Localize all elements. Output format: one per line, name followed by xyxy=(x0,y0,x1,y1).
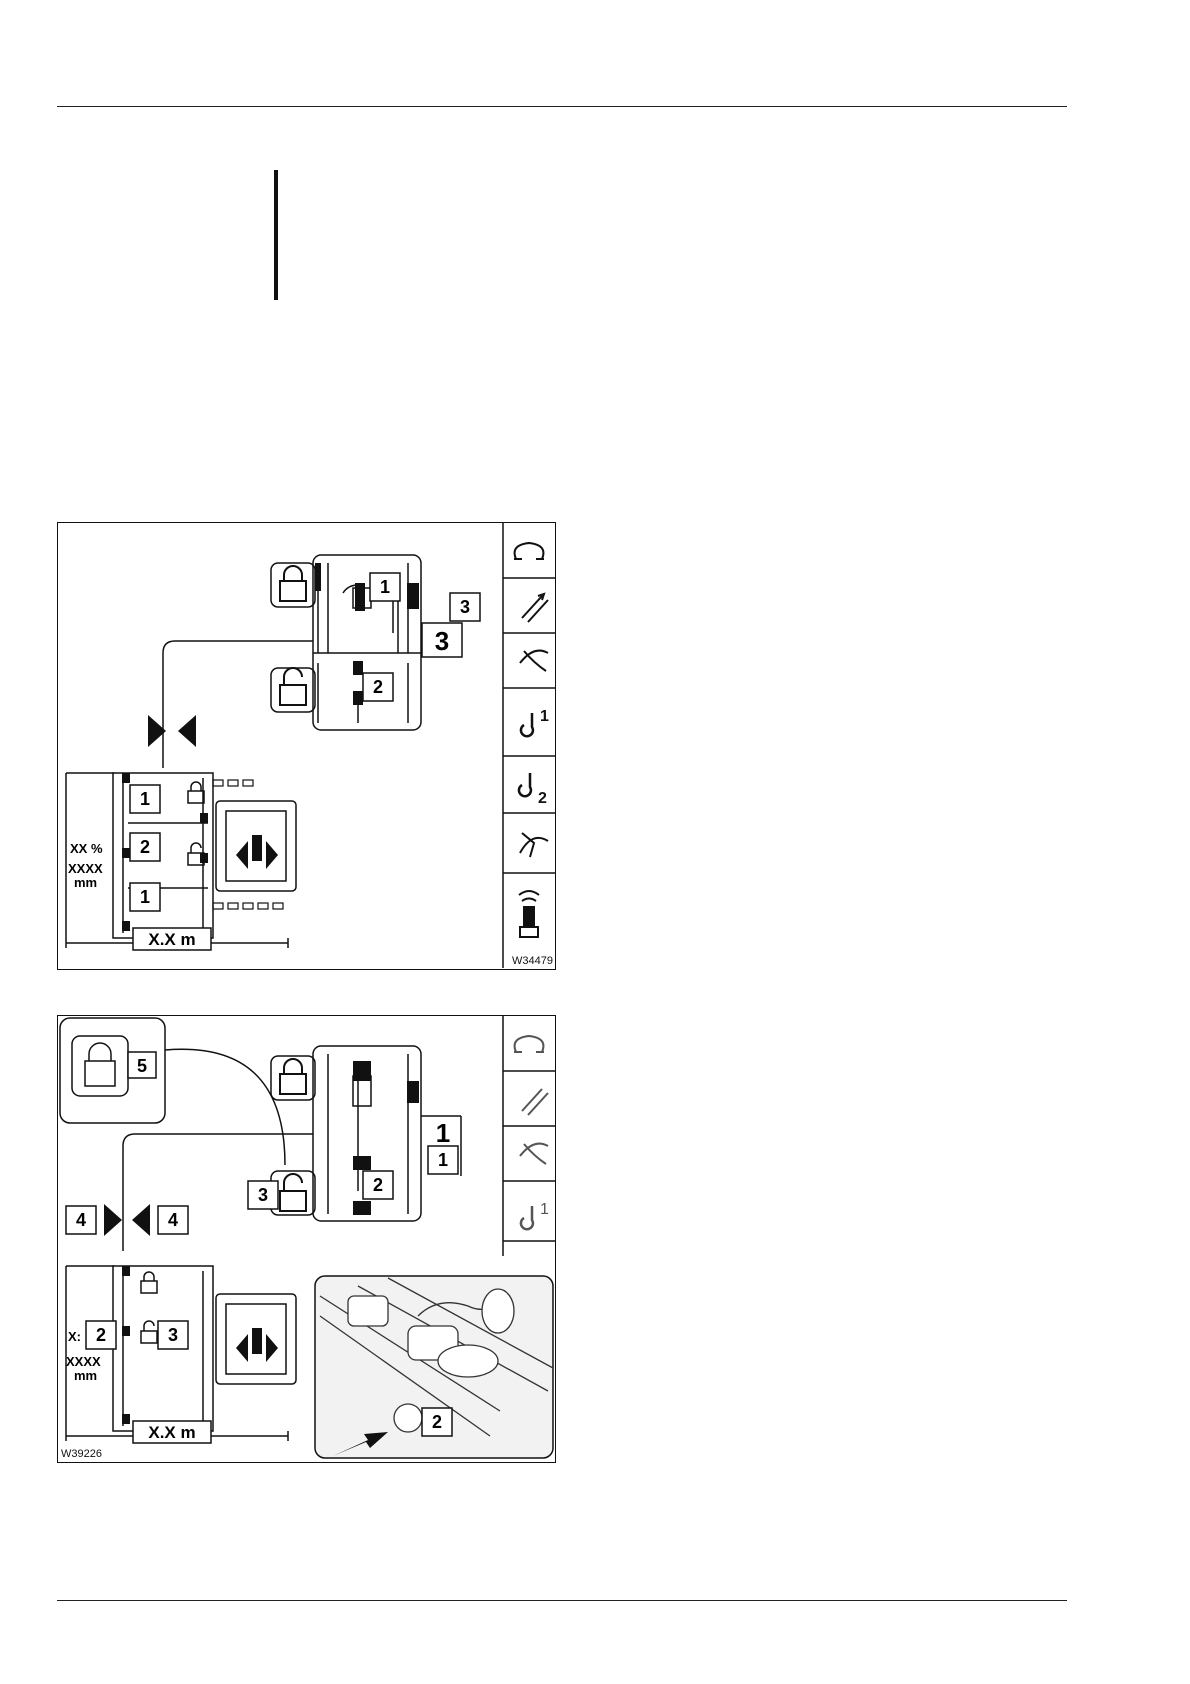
side-icon-strip xyxy=(503,1016,555,1256)
callout-3-top-right: 3 xyxy=(460,597,470,617)
change-bar xyxy=(274,170,278,300)
lock-closed-icon xyxy=(280,1059,306,1094)
slewing-icon xyxy=(514,543,544,559)
remote-control-icon xyxy=(519,891,539,937)
telescope-mode-icon xyxy=(522,1089,548,1115)
header-rule xyxy=(57,106,1067,107)
boom-telescope-icon xyxy=(520,1144,548,1164)
hook-1-icon xyxy=(521,713,533,736)
derrick-icon xyxy=(520,833,548,857)
figure-w39226: 1 5 1 1 2 3 xyxy=(57,1015,556,1463)
callout-2-lower: 2 xyxy=(140,837,150,857)
callout-1-top: 1 xyxy=(380,577,390,597)
figure-id: W34479 xyxy=(512,955,553,967)
width-readout: X.X m xyxy=(148,1423,195,1442)
hook-1-label: 1 xyxy=(540,708,549,725)
callout-4-left: 4 xyxy=(76,1210,86,1230)
distance-readout: XXXX xyxy=(66,1354,101,1369)
center-arrows xyxy=(148,715,196,747)
lock-closed-icon xyxy=(280,566,306,601)
center-arrows xyxy=(104,1204,150,1236)
distance-unit: mm xyxy=(74,875,97,890)
callout-1-lower-top: 1 xyxy=(140,789,150,809)
callout-4-right: 4 xyxy=(168,1210,178,1230)
boom-telescope-icon xyxy=(520,651,548,671)
callout-5: 5 xyxy=(137,1056,147,1076)
figure-w34479: 1 2 1 3 xyxy=(57,522,556,970)
black-blocks-lower xyxy=(122,1266,278,1424)
callout-2-photo: 2 xyxy=(432,1412,442,1432)
lock-inset xyxy=(60,1018,285,1165)
distance-readout: XXXX xyxy=(68,861,103,876)
lock-open-icon xyxy=(280,668,306,705)
callout-3-large: 3 xyxy=(435,626,449,656)
callout-1-large: 1 xyxy=(436,1118,450,1148)
slewing-icon xyxy=(514,1036,544,1052)
footer-rule xyxy=(57,1600,1067,1601)
lock-open-icon xyxy=(280,1174,306,1211)
callout-3-lower: 3 xyxy=(168,1325,178,1345)
telescope-mode-icon xyxy=(522,594,548,622)
callout-1-box: 1 xyxy=(438,1150,448,1170)
callout-1-lower-bottom: 1 xyxy=(140,887,150,907)
percent-readout: XX % xyxy=(70,841,103,856)
hook-1-icon xyxy=(521,1206,533,1229)
distance-unit: mm xyxy=(74,1368,97,1383)
figure-id: W39226 xyxy=(61,1448,102,1460)
hook-1-label: 1 xyxy=(540,1201,549,1218)
width-readout: X.X m xyxy=(148,930,195,949)
callout-2-upper: 2 xyxy=(373,677,383,697)
callout-2-lower: 2 xyxy=(96,1325,106,1345)
callout-3-upper: 3 xyxy=(258,1185,268,1205)
small-lock-icons xyxy=(141,1272,157,1343)
hook-2-label: 2 xyxy=(538,790,547,807)
side-icon-strip xyxy=(503,523,555,968)
callout-boxes-lower xyxy=(130,785,211,950)
percent-readout: X: xyxy=(68,1329,81,1344)
callout-2-upper: 2 xyxy=(373,1175,383,1195)
hook-2-icon xyxy=(519,773,531,796)
